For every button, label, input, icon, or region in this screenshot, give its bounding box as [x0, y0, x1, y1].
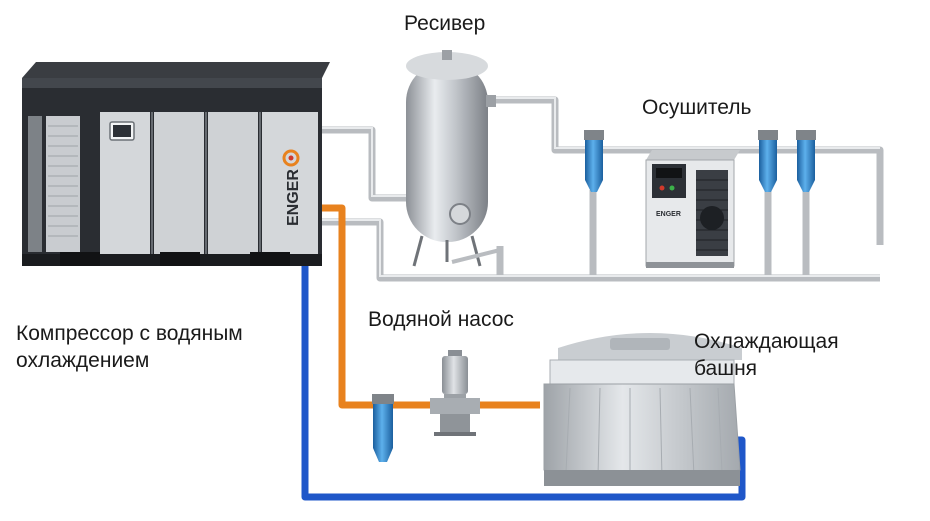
water-pump — [430, 350, 480, 436]
dryer-logo: ENGER — [656, 211, 681, 218]
tower-label-line1: Охлаждающая — [694, 330, 839, 353]
compressor-label: Компрессор с водяным охлаждением — [16, 320, 243, 374]
refrigerated-dryer: ENGER — [645, 150, 740, 268]
pump-label: Водяной насос — [368, 308, 514, 331]
water-cooled-compressor: ENGER — [22, 62, 330, 266]
receiver-tank — [406, 50, 501, 267]
tower-label-line2: башня — [694, 357, 758, 380]
compressor-logo: ENGER — [285, 169, 302, 226]
filter-2 — [758, 130, 778, 192]
air-pipes-highlight — [322, 97, 880, 277]
receiver-label: Ресивер — [404, 12, 486, 35]
cooling-tower — [543, 333, 742, 486]
compressor-label-line2: охлаждением — [16, 349, 150, 372]
air-pipes — [322, 96, 884, 282]
cooling-tower-label: Охлаждающая башня — [694, 328, 839, 382]
compressor-logo-mark — [282, 149, 300, 167]
filter-3 — [796, 130, 816, 192]
compressor-label-line1: Компрессор с водяным — [16, 322, 243, 345]
filter-1 — [584, 130, 604, 192]
dryer-label: Осушитель — [642, 96, 752, 119]
water-filter — [372, 394, 394, 462]
